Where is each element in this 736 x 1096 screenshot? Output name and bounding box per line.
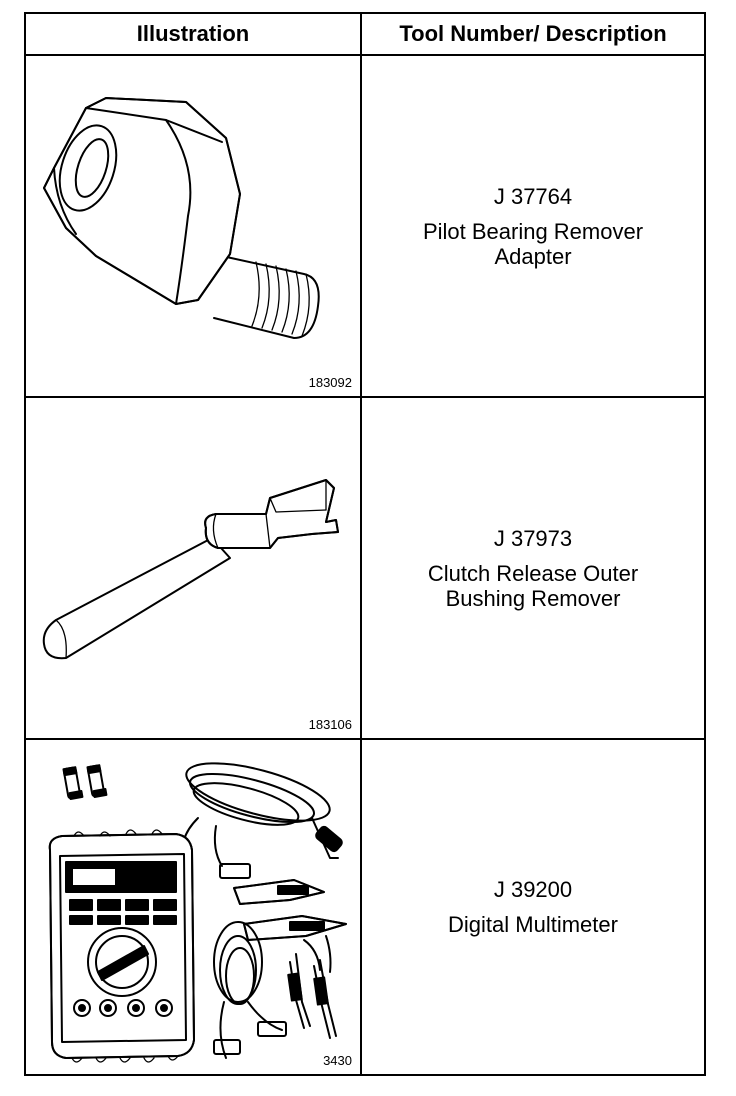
fuse-icon xyxy=(62,764,108,800)
description-line: Clutch Release Outer xyxy=(427,560,639,586)
figure-number: 183092 xyxy=(308,375,352,390)
table-row: 88.8 xyxy=(26,740,704,1074)
tool-number: J 39200 xyxy=(493,877,573,902)
tool-number: J 37764 xyxy=(493,183,573,209)
table-header-row: Illustration Tool Number/ Description xyxy=(26,14,704,56)
description-cell: J 39200 Digital Multimeter xyxy=(362,740,704,1074)
illustration-cell: 183092 xyxy=(26,56,362,396)
description-cell: J 37973 Clutch Release Outer Bushing Rem… xyxy=(362,398,704,738)
header-description: Tool Number/ Description xyxy=(399,21,667,46)
coiled-cable-icon xyxy=(213,921,287,1059)
tool-number: J 37973 xyxy=(493,525,573,551)
description-line: Adapter xyxy=(494,243,572,269)
digital-multimeter-icon: 88.8 xyxy=(48,762,347,1063)
figure-number: 3430 xyxy=(323,1053,352,1068)
test-leads-icon xyxy=(169,762,343,879)
table-row: 183092 J 37764 Pilot Bearing Remover Ada… xyxy=(26,56,704,398)
header-illustration: Illustration xyxy=(26,14,362,54)
illustration-cell: 183106 xyxy=(26,398,362,738)
pilot-bearing-adapter-icon xyxy=(43,97,320,339)
test-probe-icon xyxy=(287,953,337,1039)
description-line: Digital Multimeter xyxy=(448,912,618,937)
figure-number: 183106 xyxy=(308,717,352,732)
bushing-remover-icon xyxy=(42,479,339,660)
svg-text:88.8: 88.8 xyxy=(122,874,142,885)
description-cell: J 37764 Pilot Bearing Remover Adapter xyxy=(362,56,704,396)
tool-table: Illustration Tool Number/ Description xyxy=(24,12,706,1076)
alligator-clip-icon xyxy=(233,879,347,973)
table-row: 183106 J 37973 Clutch Release Outer Bush… xyxy=(26,398,704,740)
illustration-cell: 88.8 xyxy=(26,740,362,1074)
description-line: Pilot Bearing Remover xyxy=(422,218,644,244)
description-line: Bushing Remover xyxy=(445,585,621,611)
multimeter-body-icon: 88.8 xyxy=(48,829,195,1063)
